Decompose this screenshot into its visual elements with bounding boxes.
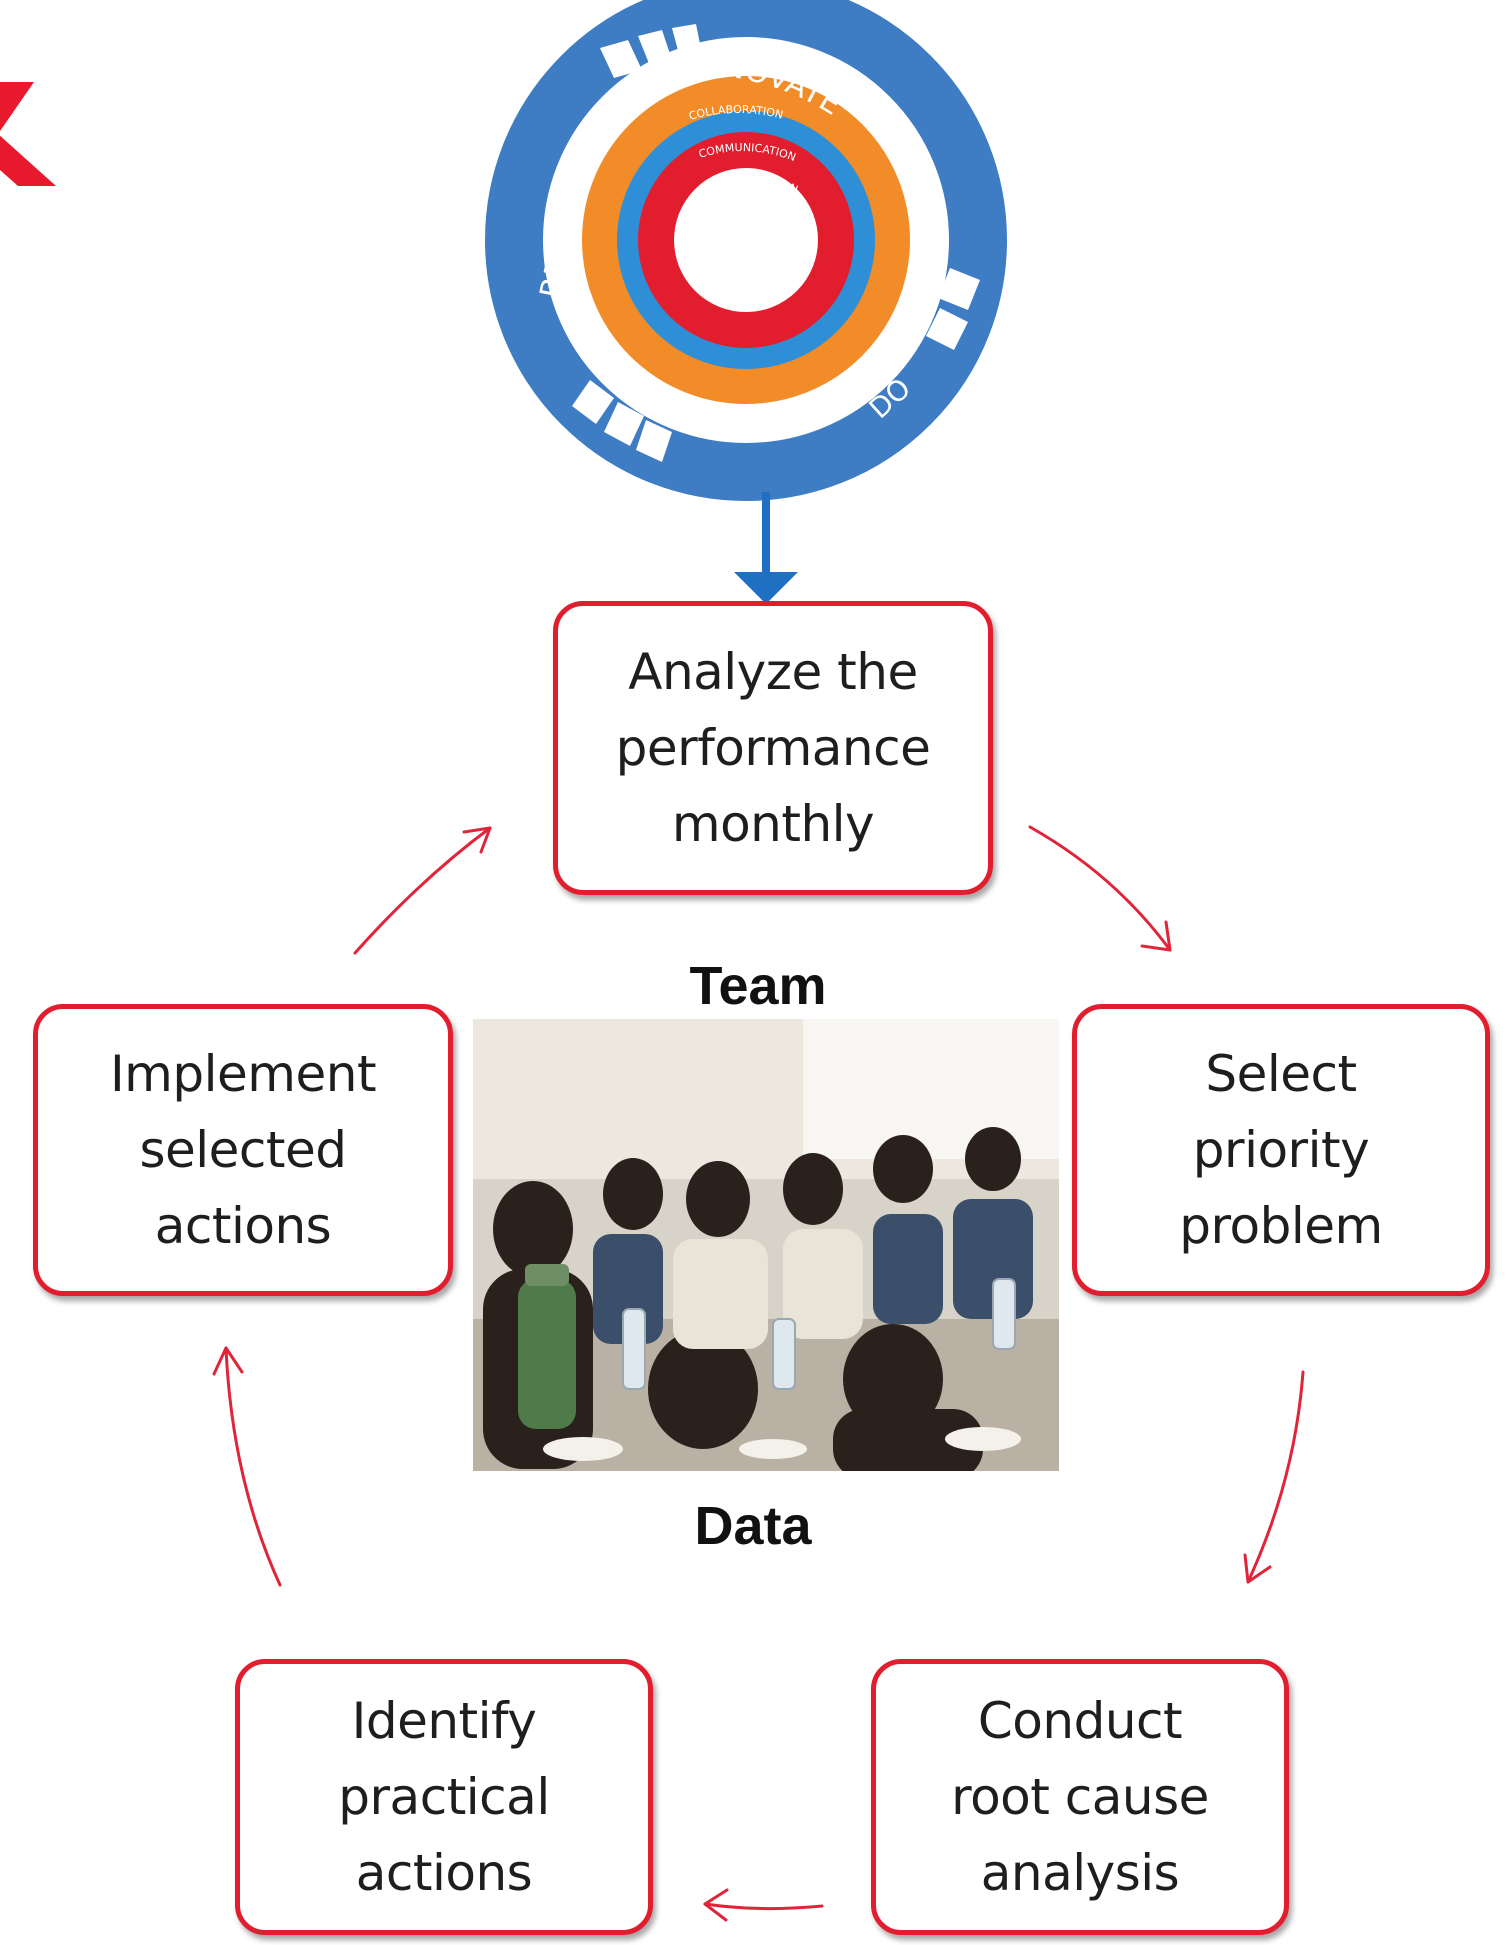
team-label: Team xyxy=(689,956,827,1016)
orange-ring xyxy=(582,76,910,404)
step-analyze-performance: Analyze the performance monthly xyxy=(553,601,993,895)
arrow-analyze-to-select xyxy=(1028,825,1172,952)
outer-ring xyxy=(485,0,1007,501)
step-analyze-label: Analyze the performance monthly xyxy=(615,643,931,853)
step-implement-label: Implement selected actions xyxy=(109,1045,377,1255)
arrow-select-to-conduct xyxy=(1243,1370,1305,1584)
step-conduct-label: Conduct root cause analysis xyxy=(951,1692,1209,1902)
data-label: Data xyxy=(694,1496,812,1556)
team-meeting-scene xyxy=(473,1019,1059,1471)
ring-chevrons xyxy=(572,24,980,462)
step-select-label: Select priority problem xyxy=(1179,1045,1383,1255)
red-ring xyxy=(638,132,854,348)
step-conduct-root-cause: Conduct root cause analysis xyxy=(871,1659,1289,1935)
step-select-priority-problem: Select priority problem xyxy=(1072,1004,1490,1296)
team-meeting-photo xyxy=(473,1019,1059,1471)
step-identify-label: Identify practical actions xyxy=(338,1692,550,1902)
step-implement-selected-actions: Implement selected actions xyxy=(33,1004,453,1296)
arrow-implement-to-analyze xyxy=(353,826,492,955)
arrow-identify-to-implement xyxy=(212,1346,282,1587)
step-identify-practical-actions: Identify practical actions xyxy=(235,1659,653,1935)
blue-ring xyxy=(617,111,875,369)
arrow-conduct-to-identify xyxy=(703,1888,824,1922)
